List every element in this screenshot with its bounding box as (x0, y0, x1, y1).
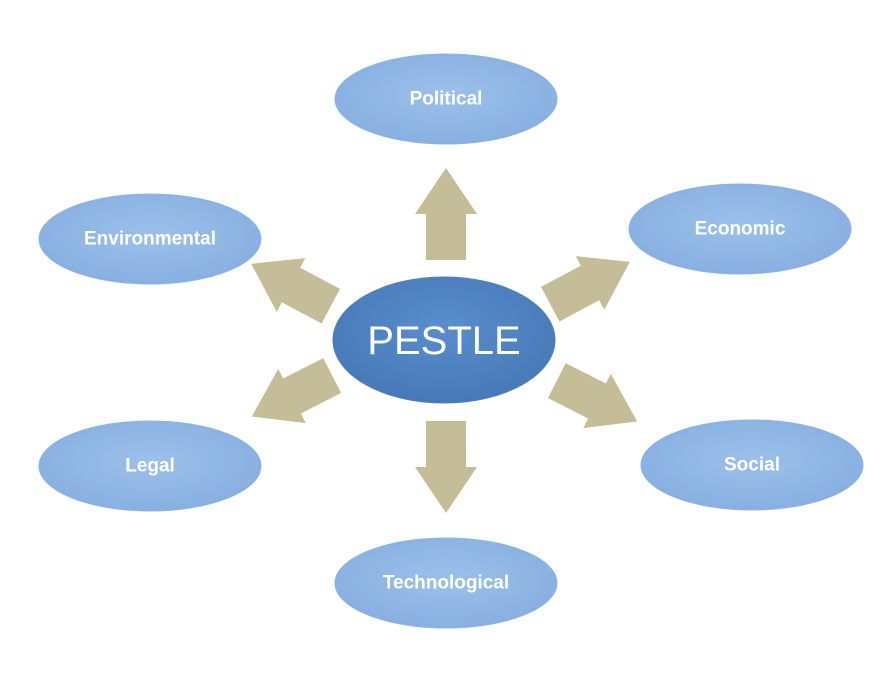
arrow-up-political (415, 168, 477, 260)
arrow-legal (238, 348, 346, 444)
node-political-ellipse (334, 53, 558, 145)
center-node-label: PESTLE (367, 319, 520, 363)
node-legal: Legal (38, 420, 262, 512)
node-legal-ellipse (38, 420, 262, 512)
node-economic: Economic (628, 183, 852, 275)
arrow-down-technological (415, 421, 477, 513)
node-social-label: Social (724, 455, 780, 476)
node-technological: Technological (334, 537, 558, 629)
center-node: PESTLE (332, 276, 556, 404)
center-node-ellipse (332, 276, 556, 404)
node-political: Political (334, 53, 558, 145)
node-environmental-ellipse (38, 193, 262, 285)
node-economic-label: Economic (695, 219, 786, 240)
node-environmental-label: Environmental (84, 229, 216, 250)
arrow-economic (535, 235, 645, 331)
node-political-label: Political (410, 89, 483, 110)
node-environmental: Environmental (38, 193, 262, 285)
node-technological-label: Technological (383, 573, 509, 594)
node-legal-label: Legal (125, 456, 175, 477)
arrow-social (543, 353, 651, 449)
node-social: Social (640, 419, 864, 511)
node-social-ellipse (640, 419, 864, 511)
node-technological-ellipse (334, 537, 558, 629)
node-economic-ellipse (628, 183, 852, 275)
